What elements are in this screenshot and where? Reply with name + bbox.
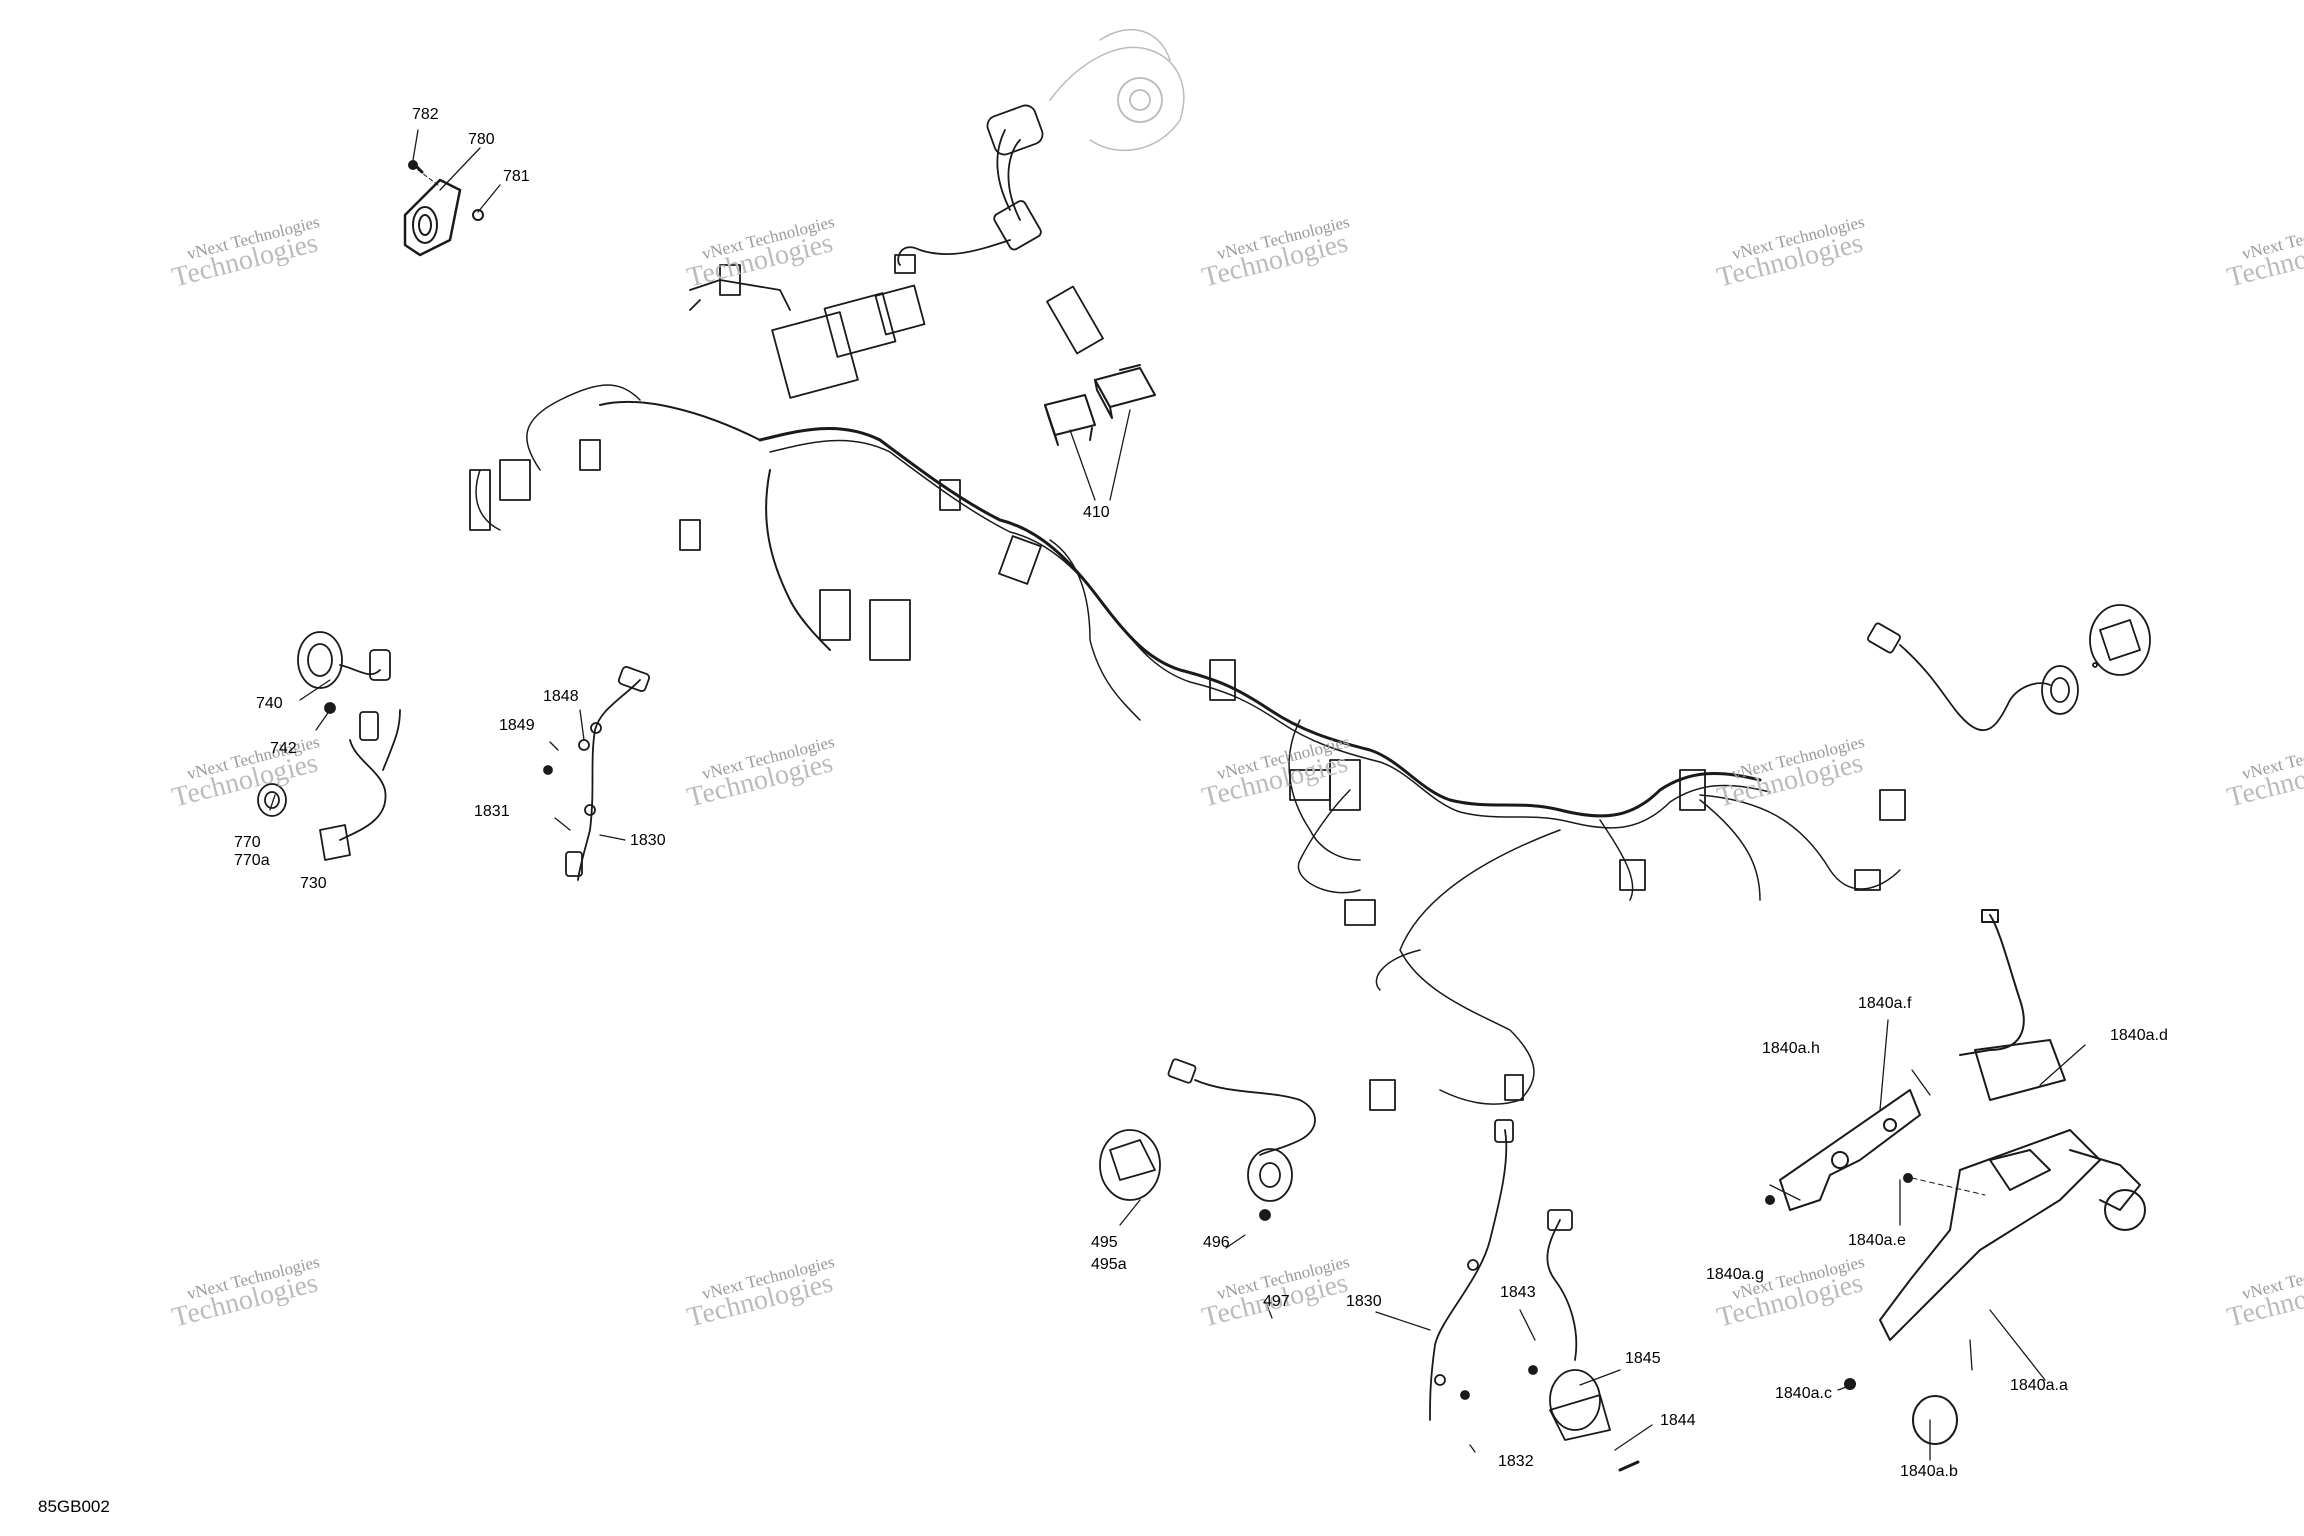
callout-730: 730 (300, 875, 327, 892)
part-1840a-lamp-harness (1867, 604, 2151, 732)
callout-1848: 1848 (543, 688, 579, 705)
callout-1840a-c: 1840a.c (1775, 1385, 1832, 1402)
callout-781: 781 (503, 168, 530, 185)
part-1845-sensor (1429, 1119, 1640, 1472)
callout-1840a-d: 1840a.d (2110, 1027, 2168, 1044)
part-410-relays (1044, 364, 1156, 446)
main-harness (475, 384, 1901, 1105)
callout-496: 496 (1203, 1234, 1230, 1251)
part-1830-sensor-upper (543, 665, 651, 881)
callout-1830: 1830 (630, 832, 666, 849)
callout-1840a-g: 1840a.g (1706, 1266, 1764, 1283)
harness-connectors (469, 264, 1906, 1111)
part-740-group (257, 631, 401, 861)
callout-1843: 1843 (1500, 1284, 1536, 1301)
callout-1845: 1845 (1625, 1350, 1661, 1367)
callout-1840a-b: 1840a.b (1900, 1463, 1958, 1480)
part-1840a-bracket (1765, 909, 2146, 1445)
callout-495a: 495a (1091, 1256, 1127, 1273)
callout-1840a-h: 1840a.h (1762, 1040, 1820, 1057)
upper-harness-branch (894, 29, 1185, 274)
callout-770a: 770a (234, 852, 270, 869)
callout-770: 770 (234, 834, 261, 851)
callout-1844: 1844 (1660, 1412, 1696, 1429)
callout-1840a-f: 1840a.f (1858, 995, 1912, 1012)
callout-1830: 1830 (1346, 1293, 1382, 1310)
callout-495: 495 (1091, 1234, 1118, 1251)
callout-740: 740 (256, 695, 283, 712)
callout-497: 497 (1263, 1293, 1290, 1310)
callout-1840a-a: 1840a.a (2010, 1377, 2068, 1394)
callout-782: 782 (412, 106, 439, 123)
callout-1832: 1832 (1498, 1453, 1534, 1470)
part-495-lamp (1099, 1058, 1316, 1221)
callout-780: 780 (468, 131, 495, 148)
drawing-code: 85GB002 (38, 1497, 110, 1516)
callout-410: 410 (1083, 504, 1110, 521)
callout-1840a-e: 1840a.e (1848, 1232, 1906, 1249)
callout-742: 742 (270, 740, 297, 757)
leader-lines (269, 129, 2086, 1461)
part-780-bracket (403, 160, 484, 257)
callout-1831: 1831 (474, 803, 510, 820)
callout-1849: 1849 (499, 717, 535, 734)
